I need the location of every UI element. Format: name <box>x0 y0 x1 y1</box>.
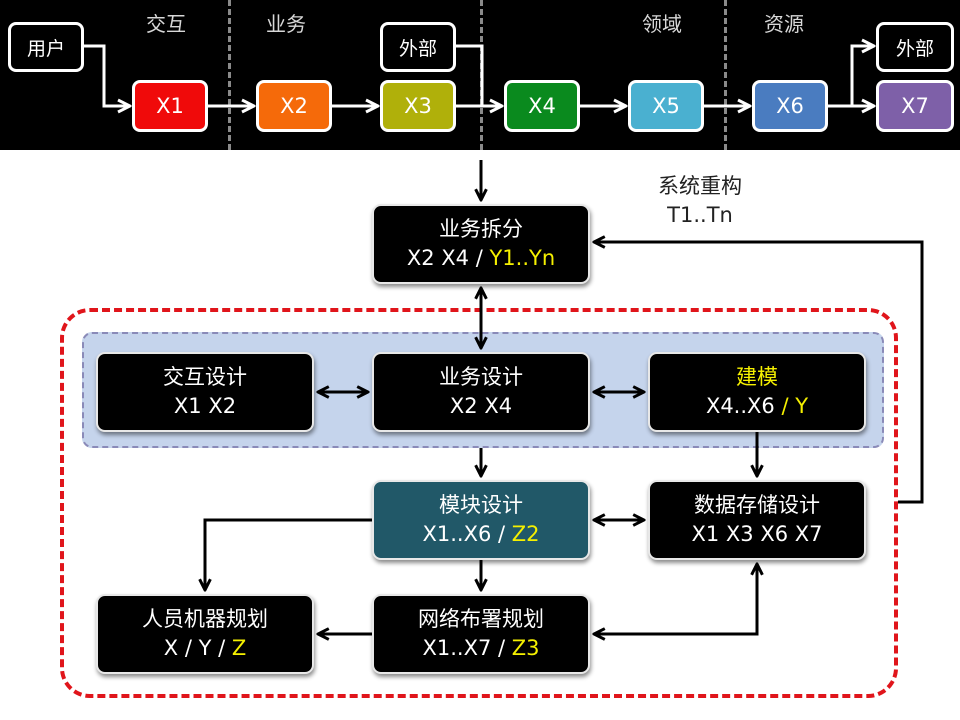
node-x4: X4 <box>504 80 580 132</box>
section-label-business: 业务 <box>266 12 306 36</box>
arrow-network-storage <box>594 564 757 634</box>
refactor-range: T1..Tn <box>667 203 733 227</box>
section-label-interaction: 交互 <box>146 12 186 36</box>
arrow-module-to-staff <box>205 518 372 590</box>
source-user: 用户 <box>8 22 84 72</box>
card-sub: X / Y / <box>163 636 232 660</box>
card-sub: X1 X3 X6 X7 <box>691 522 823 546</box>
card-sub: X2 X4 / <box>406 246 490 270</box>
card-sub: X4..X6 <box>705 394 782 418</box>
card-sub-highlight: Y1..Yn <box>489 246 556 270</box>
sink-external: 外部 <box>876 22 954 72</box>
card-title: 业务设计 <box>439 365 523 389</box>
card-sub-highlight: Z3 <box>511 636 540 660</box>
card-title: 交互设计 <box>163 365 247 389</box>
card-title: 数据存储设计 <box>694 493 820 517</box>
section-label-resource: 资源 <box>764 12 804 36</box>
card-business-design: 业务设计 X2 X4 <box>372 352 590 432</box>
arrow-user-to-x1 <box>84 44 130 106</box>
card-network-deploy-plan: 网络布署规划 X1..X7 / Z3 <box>372 594 590 674</box>
node-x1: X1 <box>132 80 208 132</box>
refactor-title: 系统重构 <box>658 174 742 198</box>
card-data-storage-design: 数据存储设计 X1 X3 X6 X7 <box>648 480 866 560</box>
card-title: 网络布署规划 <box>418 607 544 631</box>
section-divider <box>724 0 727 150</box>
card-module-design: 模块设计 X1..X6 / Z2 <box>372 480 590 560</box>
card-modeling: 建模 X4..X6 / Y <box>648 352 866 432</box>
section-divider <box>228 0 231 150</box>
node-x3: X3 <box>380 80 456 132</box>
card-title: 人员机器规划 <box>142 607 268 631</box>
card-title: 建模 <box>736 365 778 389</box>
card-business-split: 业务拆分 X2 X4 / Y1..Yn <box>372 204 590 284</box>
card-title: 业务拆分 <box>439 217 523 241</box>
node-x5: X5 <box>628 80 704 132</box>
card-title: 模块设计 <box>439 493 523 517</box>
card-sub-highlight: Z <box>231 636 247 660</box>
arrow-external-to-x4 <box>456 44 484 106</box>
node-x2: X2 <box>256 80 332 132</box>
card-sub-highlight: Z2 <box>511 522 540 546</box>
card-sub: X2 X4 <box>449 394 513 418</box>
card-sub: X1..X6 / <box>422 522 512 546</box>
arrow-x6-to-external <box>850 46 874 106</box>
card-staff-machine-plan: 人员机器规划 X / Y / Z <box>96 594 314 674</box>
section-label-domain: 领域 <box>642 12 682 36</box>
card-sub: X1 X2 <box>173 394 237 418</box>
arrow-refactor-loop <box>594 242 924 504</box>
card-sub: X1..X7 / <box>422 636 512 660</box>
node-x6: X6 <box>752 80 828 132</box>
source-external: 外部 <box>380 22 456 72</box>
node-x7: X7 <box>876 80 954 132</box>
card-sub-highlight: / Y <box>781 394 809 418</box>
card-interaction-design: 交互设计 X1 X2 <box>96 352 314 432</box>
refactor-label: 系统重构 T1..Tn <box>640 172 760 230</box>
